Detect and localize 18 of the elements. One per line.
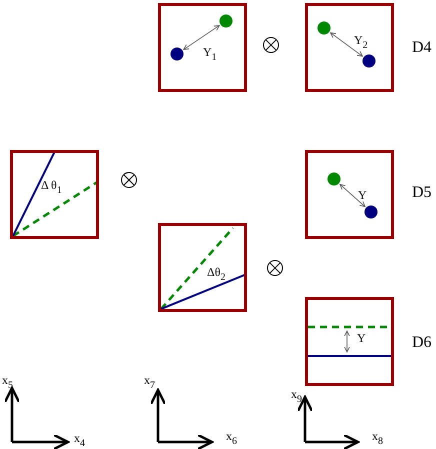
row-label: D4 [412, 40, 432, 56]
panel-box [305, 3, 394, 92]
measure-label: Y$_{2}$ [354, 34, 368, 46]
panel-box [305, 150, 394, 239]
measure-label: Y$_{1}$ [203, 46, 217, 58]
axis-label: x$_{9}$ [291, 388, 302, 400]
measure-label: Δ θ$_{1}$ [41, 179, 62, 191]
measure-label: Y [358, 189, 367, 201]
measure-label: Y [357, 332, 366, 344]
axis-label: x$_{4}$ [74, 432, 85, 444]
axis-label: x$_{7}$ [144, 374, 155, 386]
axis-label: x$_{8}$ [372, 430, 383, 442]
axis-label: x$_{6}$ [226, 430, 237, 442]
row-label: D5 [412, 185, 432, 201]
panel-box [158, 3, 247, 92]
panel-box [305, 297, 394, 386]
measure-label: Δθ$_{2}$ [207, 266, 226, 278]
row-label: D6 [412, 335, 432, 351]
